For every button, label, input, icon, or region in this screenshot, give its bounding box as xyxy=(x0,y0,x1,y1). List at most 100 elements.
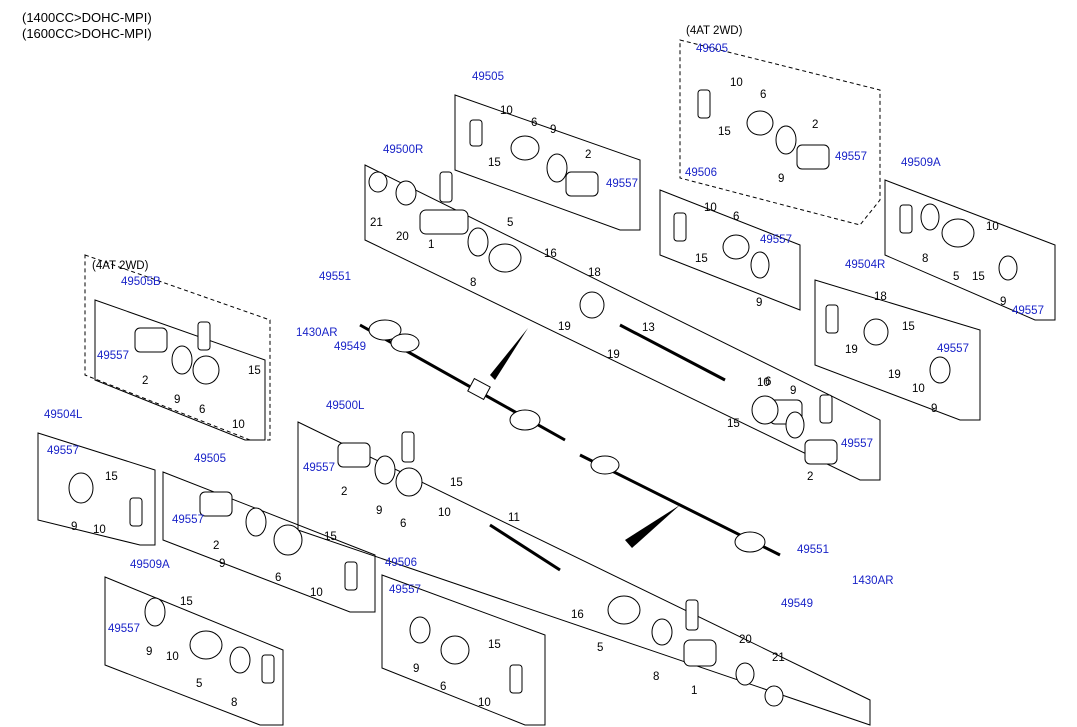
ref-number-label: 49557 xyxy=(760,234,792,246)
shaft-left-assembly xyxy=(489,453,781,572)
part-number-label: 2 xyxy=(213,540,219,552)
box-49506-bottom xyxy=(381,574,546,726)
part-number-label: 10 xyxy=(704,202,717,214)
box-49504l xyxy=(37,432,156,546)
part-number-label: 15 xyxy=(695,253,708,265)
part-number-label: 2 xyxy=(142,375,148,387)
ref-number-label: 49557 xyxy=(841,438,873,450)
part-number-label: 6 xyxy=(531,117,537,129)
part-number-label: 9 xyxy=(931,403,937,415)
part-number-label: 5 xyxy=(196,678,202,690)
box-49509a-right xyxy=(884,179,1056,321)
part-number-label: 15 xyxy=(105,471,118,483)
ref-number-label: 49505B xyxy=(121,276,161,288)
part-number-label: 5 xyxy=(953,271,959,283)
ref-number-label: 49557 xyxy=(97,350,129,362)
ref-number-label: 49504R xyxy=(845,259,885,271)
part-number-label: 9 xyxy=(1000,296,1006,308)
ref-number-label: 49505 xyxy=(472,71,504,83)
part-number-label: (4AT 2WD) xyxy=(686,25,743,37)
ref-number-label: 1430AR xyxy=(852,575,894,587)
part-number-label: 18 xyxy=(874,291,887,303)
part-number-label: 10 xyxy=(986,221,999,233)
box-49504r xyxy=(814,279,981,421)
part-number-label: 9 xyxy=(413,663,419,675)
ref-number-label: 49557 xyxy=(937,343,969,355)
part-number-label: 10 xyxy=(438,507,451,519)
ref-number-label: 49549 xyxy=(781,598,813,610)
ref-number-label: 49509A xyxy=(901,157,941,169)
box-49500r xyxy=(364,164,881,481)
part-number-label: 5 xyxy=(507,217,513,229)
part-number-label: 19 xyxy=(607,349,620,361)
ref-number-label: 49549 xyxy=(334,341,366,353)
part-number-label: 20 xyxy=(396,231,409,243)
ref-number-label: 1430AR xyxy=(296,327,338,339)
part-number-label: 10 xyxy=(232,419,245,431)
part-number-label: 21 xyxy=(772,652,785,664)
part-number-label: 15 xyxy=(248,365,261,377)
part-number-label: 9 xyxy=(756,297,762,309)
ref-number-label: 49551 xyxy=(797,544,829,556)
part-number-label: 9 xyxy=(778,173,784,185)
part-number-label: 2 xyxy=(585,149,591,161)
ref-number-label: 49504L xyxy=(44,409,83,421)
part-number-label: 9 xyxy=(71,521,77,533)
engine-spec-line-2: (1600CC>DOHC-MPI) xyxy=(22,26,152,41)
part-number-label: 19 xyxy=(845,344,858,356)
part-number-label: 15 xyxy=(727,418,740,430)
part-number-label: 6 xyxy=(440,681,446,693)
shaft-right-assembly xyxy=(359,319,726,442)
part-number-label: 15 xyxy=(972,271,985,283)
ref-number-label: 49557 xyxy=(1012,305,1044,317)
part-number-label: 16 xyxy=(571,609,584,621)
ref-number-label: 49509A xyxy=(130,559,170,571)
part-number-label: 21 xyxy=(370,217,383,229)
part-labels: (4AT 2WD)4960510615249557949505106915249… xyxy=(44,25,1044,709)
part-number-label: 15 xyxy=(718,126,731,138)
part-number-label: 2 xyxy=(812,119,818,131)
part-number-label: 6 xyxy=(760,89,766,101)
ref-number-label: 49506 xyxy=(385,557,417,569)
part-number-label: 9 xyxy=(174,394,180,406)
part-number-label: 19 xyxy=(558,321,571,333)
ref-number-label: 49506 xyxy=(685,167,717,179)
part-number-label: 10 xyxy=(166,651,179,663)
part-number-label: 10 xyxy=(478,697,491,709)
ref-number-label: 49500R xyxy=(383,144,423,156)
ref-number-label: 49557 xyxy=(172,514,204,526)
ref-number-label: 49557 xyxy=(606,178,638,190)
part-number-label: 10 xyxy=(500,105,513,117)
part-number-label: 6 xyxy=(765,376,771,388)
ref-number-label: 49557 xyxy=(108,623,140,635)
part-number-label: 9 xyxy=(376,505,382,517)
part-number-label: 9 xyxy=(146,646,152,658)
part-number-label: 9 xyxy=(219,558,225,570)
part-number-label: 10 xyxy=(757,377,770,389)
part-number-label: 15 xyxy=(324,531,337,543)
ref-number-label: 49557 xyxy=(835,151,867,163)
ref-number-label: 49557 xyxy=(47,445,79,457)
part-number-label: 9 xyxy=(550,124,556,136)
box-49505b-4at xyxy=(84,254,271,441)
part-number-label: 8 xyxy=(470,277,476,289)
part-number-label: 15 xyxy=(902,321,915,333)
ref-number-label: 49500L xyxy=(326,400,365,412)
part-number-label: 2 xyxy=(341,486,347,498)
box-49505-left xyxy=(162,471,376,613)
part-number-label: 10 xyxy=(912,383,925,395)
part-number-label: 13 xyxy=(642,322,655,334)
ref-number-label: 49557 xyxy=(389,584,421,596)
box-49509a-left xyxy=(104,576,284,726)
part-number-label: 1 xyxy=(691,685,697,697)
engine-spec-line-1: (1400CC>DOHC-MPI) xyxy=(22,10,152,25)
part-number-label: 20 xyxy=(739,634,752,646)
part-number-label: 1 xyxy=(428,239,434,251)
part-number-label: 9 xyxy=(790,385,796,397)
part-number-label: 6 xyxy=(733,211,739,223)
part-number-label: 15 xyxy=(450,477,463,489)
part-number-label: 15 xyxy=(488,157,501,169)
part-number-label: 2 xyxy=(807,471,813,483)
